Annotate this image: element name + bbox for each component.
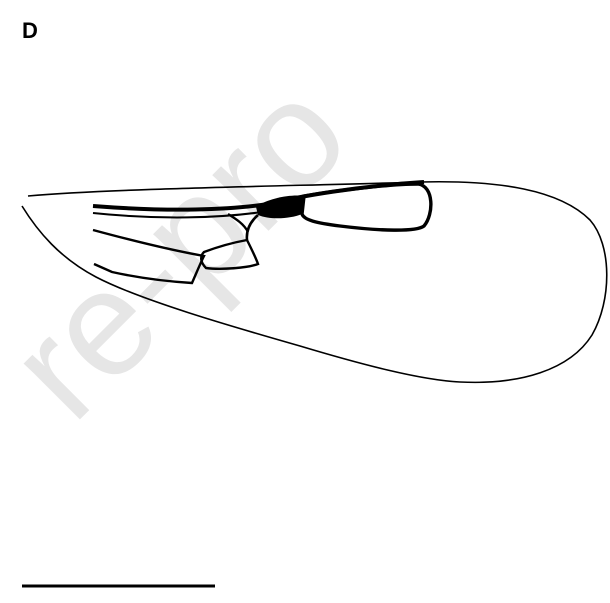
wing-outline [22,182,607,383]
basal-cell [93,230,204,283]
subcostal-vein [93,212,262,217]
pterostigma [256,195,304,218]
vein-spur [228,214,248,232]
radial-vein [247,215,258,240]
discal-cell [201,240,258,269]
marginal-cell [302,184,431,230]
